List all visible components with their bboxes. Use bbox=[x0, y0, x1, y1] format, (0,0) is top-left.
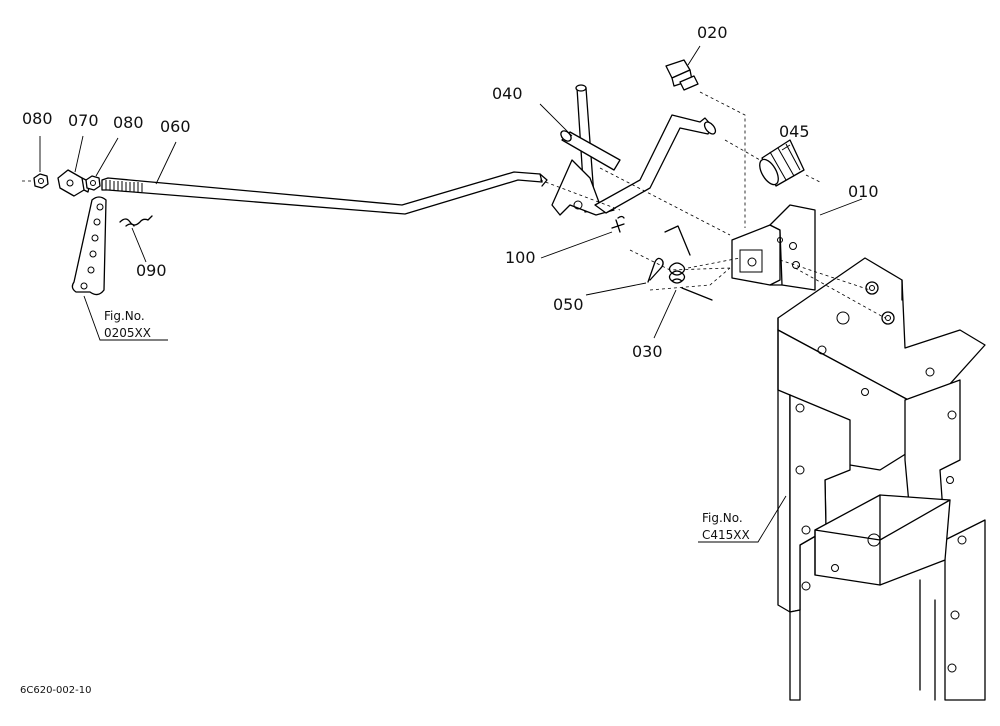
rod-060 bbox=[101, 171, 548, 215]
callout-080-left: 080 bbox=[22, 109, 53, 128]
pin-100 bbox=[611, 215, 625, 233]
sleeve-045 bbox=[759, 139, 805, 187]
assembly-guide-lines bbox=[22, 91, 886, 319]
callout-020: 020 bbox=[697, 23, 728, 42]
callout-labels: 010 020 030 040 045 050 060 070 080 080 … bbox=[22, 23, 879, 361]
spring-030 bbox=[664, 225, 713, 301]
link-plate bbox=[71, 196, 107, 296]
callout-030: 030 bbox=[632, 342, 663, 361]
frame-assembly bbox=[777, 257, 986, 701]
lever-040 bbox=[551, 84, 717, 216]
nut-080-left bbox=[33, 173, 49, 189]
callout-060: 060 bbox=[160, 117, 191, 136]
nut-080-right bbox=[85, 175, 101, 191]
figure-ref-0205xx-line1: Fig.No. bbox=[104, 309, 145, 323]
callout-040: 040 bbox=[492, 84, 523, 103]
diagram-code: 6C620-002-10 bbox=[20, 685, 91, 696]
callout-010: 010 bbox=[848, 182, 879, 201]
bolt-020 bbox=[665, 59, 699, 91]
leader-lines bbox=[39, 45, 863, 543]
figure-ref-c415xx-line2: C415XX bbox=[702, 528, 750, 542]
figure-ref-0205xx-line2: 0205XX bbox=[104, 326, 151, 340]
figure-ref-0205xx[interactable]: Fig.No. 0205XX bbox=[104, 309, 151, 340]
callout-100: 100 bbox=[505, 248, 536, 267]
bracket-010 bbox=[731, 204, 816, 291]
clip-090 bbox=[119, 215, 153, 227]
clip-050 bbox=[647, 257, 664, 283]
callout-070: 070 bbox=[68, 111, 99, 130]
figure-ref-c415xx-line1: Fig.No. bbox=[702, 511, 743, 525]
yoke-070 bbox=[57, 169, 91, 197]
callout-050: 050 bbox=[553, 295, 584, 314]
figure-ref-c415xx[interactable]: Fig.No. C415XX bbox=[702, 511, 750, 542]
callout-080-right: 080 bbox=[113, 113, 144, 132]
callout-045: 045 bbox=[779, 122, 810, 141]
callout-090: 090 bbox=[136, 261, 167, 280]
